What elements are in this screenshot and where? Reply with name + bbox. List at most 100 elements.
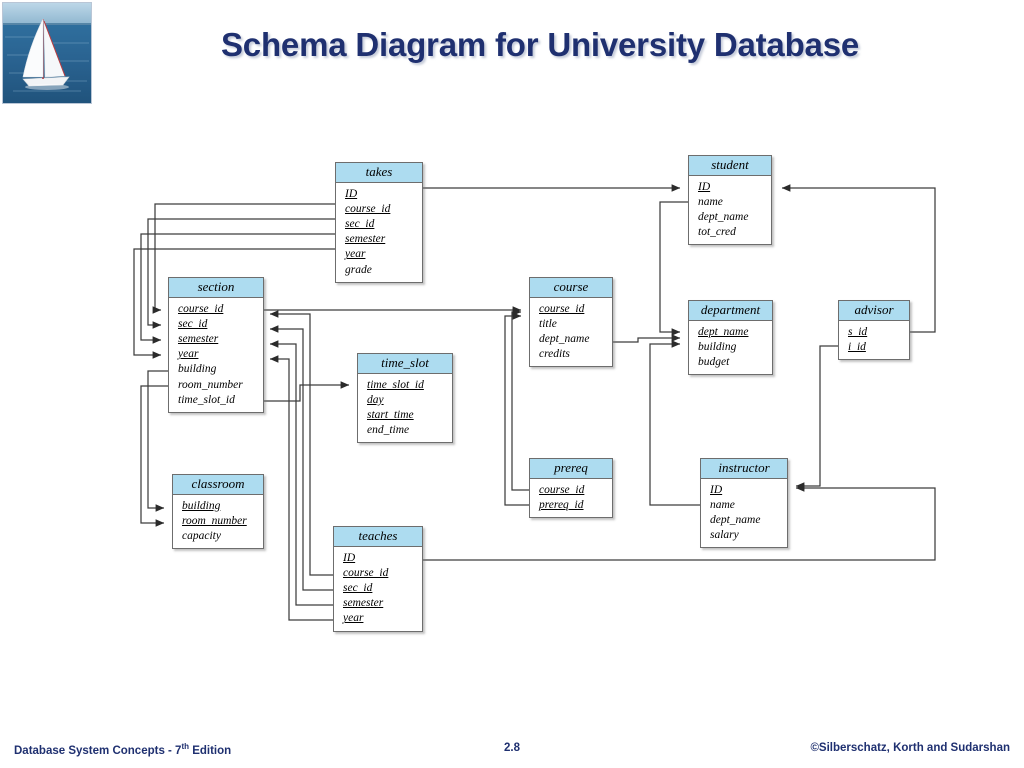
page-title: Schema Diagram for University Database	[221, 26, 859, 63]
attribute-classroom-capacity: capacity	[182, 530, 221, 543]
attribute-student-dept_name: dept_name	[698, 211, 749, 224]
attribute-time_slot-time_slot_id: time_slot_id	[367, 378, 424, 391]
sailboat-image	[3, 3, 91, 103]
attribute-advisor-s_id: s_id	[848, 325, 868, 338]
entity-header-course: course	[530, 278, 612, 298]
attribute-course-dept_name: dept_name	[539, 333, 590, 346]
attribute-course-title: title	[539, 317, 557, 330]
wire-course-department	[613, 334, 681, 343]
entity-header-classroom: classroom	[173, 475, 263, 495]
attribute-teaches-ID: ID	[343, 551, 356, 564]
entity-header-instructor: instructor	[701, 459, 787, 479]
wire-teaches-instructor	[423, 484, 936, 561]
wire-takes-secid-section	[147, 218, 335, 329]
entity-table-classroom[interactable]: classroom building room_number capacity	[172, 474, 264, 550]
attribute-takes-grade: grade	[345, 263, 372, 276]
entity-header-time_slot: time_slot	[358, 354, 452, 374]
entity-table-prereq[interactable]: prereq course_id prereq_id	[529, 458, 613, 519]
attribute-teaches-year: year	[343, 612, 364, 625]
attribute-instructor-salary: salary	[710, 529, 739, 542]
footer-left: Database System Concepts - 7th Edition	[14, 742, 231, 757]
attribute-prereq-prereq_id: prereq_id	[539, 498, 584, 511]
sailboat-photo	[2, 2, 92, 104]
entity-attributes-student: ID name dept_name tot_cred	[689, 176, 771, 245]
wire-takes-courseid-section	[152, 203, 335, 314]
attribute-section-course_id: course_id	[178, 302, 224, 315]
entity-header-section: section	[169, 278, 263, 298]
relationship-connectors	[133, 184, 936, 621]
wire-instructor-department	[649, 340, 700, 506]
attribute-student-name: name	[698, 195, 723, 208]
wire-section-timeslot	[264, 381, 350, 402]
footer-book-title: Database System Concepts - 7	[14, 744, 182, 757]
attribute-student-tot_cred: tot_cred	[698, 226, 736, 239]
attribute-takes-ID: ID	[345, 187, 358, 200]
entity-header-advisor: advisor	[839, 301, 909, 321]
attribute-teaches-course_id: course_id	[343, 566, 389, 579]
attribute-teaches-sec_id: sec_id	[343, 582, 373, 595]
entity-header-student: student	[689, 156, 771, 176]
attribute-section-building: building	[178, 363, 217, 376]
entity-header-teaches: teaches	[334, 527, 422, 547]
attribute-takes-sec_id: sec_id	[345, 218, 375, 231]
attribute-takes-year: year	[345, 248, 366, 261]
wire-takes-semester-section	[140, 233, 335, 344]
attribute-advisor-i_id: i_id	[848, 340, 866, 353]
footer-edition-sup: th	[181, 742, 190, 751]
attribute-section-semester: semester	[178, 333, 219, 346]
attribute-section-room_number: room_number	[178, 378, 243, 391]
footer-slide-number: 2.8	[504, 742, 520, 754]
attribute-instructor-ID: ID	[710, 483, 723, 496]
footer-copyright: ©Silberschatz, Korth and Sudarshan	[810, 742, 1010, 754]
attribute-classroom-building: building	[182, 499, 221, 512]
entity-attributes-classroom: building room_number capacity	[173, 495, 263, 549]
attribute-prereq-course_id: course_id	[539, 483, 585, 496]
attribute-student-ID: ID	[698, 180, 711, 193]
attribute-time_slot-end_time: end_time	[367, 424, 410, 437]
entity-attributes-advisor: s_id i_id	[839, 321, 909, 359]
attribute-time_slot-start_time: start_time	[367, 409, 414, 422]
attribute-section-time_slot_id: time_slot_id	[178, 393, 235, 406]
wire-teaches-courseid-section	[269, 310, 333, 576]
attribute-section-sec_id: sec_id	[178, 317, 208, 330]
attribute-time_slot-day: day	[367, 393, 384, 406]
entity-attributes-takes: ID course_id sec_id semester year grade	[336, 183, 422, 282]
entity-header-prereq: prereq	[530, 459, 612, 479]
slide-footer: Database System Concepts - 7th Edition 2…	[0, 742, 1024, 764]
wire-prereq-courseid-course	[511, 308, 529, 491]
wire-prereq-prereqid-course	[504, 312, 529, 506]
attribute-course-credits: credits	[539, 348, 570, 361]
entity-header-department: department	[689, 301, 772, 321]
wire-advisor-instructor	[795, 345, 838, 490]
attribute-takes-course_id: course_id	[345, 202, 391, 215]
wire-teaches-year-section	[269, 355, 333, 621]
attribute-classroom-room_number: room_number	[182, 514, 247, 527]
attribute-department-building: building	[698, 340, 737, 353]
attribute-instructor-name: name	[710, 498, 735, 511]
wire-teaches-semester-section	[269, 340, 333, 606]
entity-attributes-prereq: course_id prereq_id	[530, 479, 612, 517]
attribute-takes-semester: semester	[345, 233, 386, 246]
attribute-instructor-dept_name: dept_name	[710, 514, 761, 527]
wire-teaches-secid-section	[269, 325, 333, 591]
footer-edition-tail: Edition	[189, 744, 232, 757]
wire-student-department	[659, 201, 688, 336]
entity-table-advisor[interactable]: advisor s_id i_id	[838, 300, 910, 361]
attribute-department-dept_name: dept_name	[698, 325, 749, 338]
